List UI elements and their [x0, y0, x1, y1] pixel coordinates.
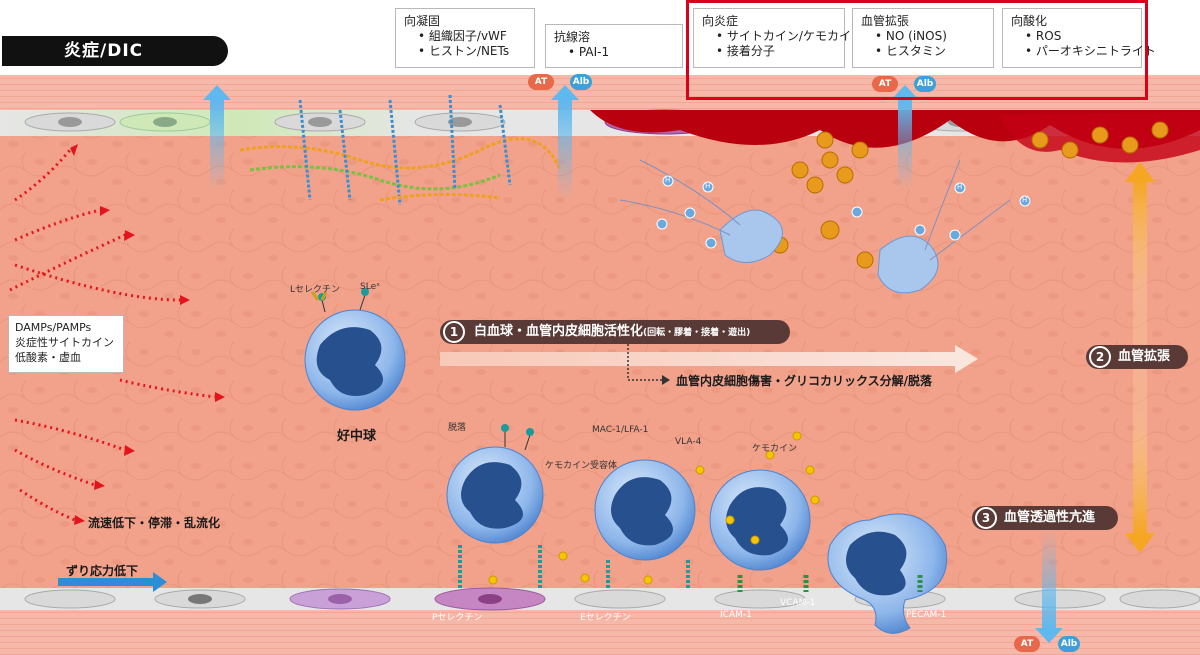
histone-label: H [705, 182, 710, 190]
p-selectin-label: Pセレクチン [432, 610, 482, 623]
adhering-leukocyte-1 [595, 460, 695, 560]
icam-label: ICAM-1 [720, 610, 752, 620]
l-selectin-label: Lセレクチン [290, 282, 340, 295]
vcam-label: VCAM-1 [780, 598, 815, 608]
box-antifibrinolysis-heading: 抗線溶 [554, 30, 674, 45]
flow-label: 流速低下・停滞・乱流化 [88, 514, 220, 531]
box-oxidation: 向酸化 • ROS • パーオキシニトライト [1002, 8, 1142, 68]
damage-label: 血管内皮細胞傷害・グリコカリックス分解/脱落 [676, 372, 932, 389]
shed-label: 脱落 [448, 420, 466, 433]
stimulus-line: 低酸素・虚血 [15, 350, 117, 365]
at-chip: AT [1014, 636, 1040, 652]
box-vasodilation-item: • NO (iNOS) [861, 29, 985, 44]
page-title: 炎症/DIC [2, 36, 228, 66]
step-1: 白血球・血管内皮細胞活性化(回転・膠着・接着・遊出) [440, 320, 790, 344]
box-oxidation-item: • パーオキシニトライト [1011, 44, 1133, 59]
down-arrow [1042, 530, 1056, 630]
box-vasodilation-item: • ヒスタミン [861, 44, 985, 59]
box-coagulation-item: • ヒストン/NETs [404, 44, 526, 59]
box-oxidation-item: • ROS [1011, 29, 1133, 44]
box-inflammation-item: • 接着分子 [702, 44, 836, 59]
flow-arrow [440, 352, 955, 366]
box-vasodilation: 血管拡張 • NO (iNOS) • ヒスタミン [852, 8, 994, 68]
step-2-number: 2 [1089, 346, 1111, 368]
sle-label: SLeˣ [360, 282, 380, 292]
e-selectin-label: Eセレクチン [580, 610, 631, 623]
alb-chip: Alb [1058, 636, 1080, 652]
up-arrow-3 [898, 100, 912, 190]
alb-chip: Alb [914, 76, 936, 92]
neutrophil-label: 好中球 [337, 425, 376, 444]
at-chip: AT [872, 76, 898, 92]
mac1-label: MAC-1/LFA-1 [592, 425, 648, 435]
histone-label: H [665, 176, 670, 184]
up-arrow-1 [210, 100, 224, 190]
histone-label: H [957, 183, 962, 191]
box-oxidation-heading: 向酸化 [1011, 14, 1133, 29]
stimulus-line: DAMPs/PAMPs [15, 320, 117, 335]
shear-arrow [58, 578, 153, 586]
box-antifibrinolysis-item: • PAI-1 [554, 45, 674, 60]
box-coagulation: 向凝固 • 組織因子/vWF • ヒストン/NETs [395, 8, 535, 68]
at-chip: AT [528, 74, 554, 90]
vla4-label: VLA-4 [675, 437, 701, 447]
shear-label: ずり応力低下 [66, 562, 138, 579]
histone-label: H [1022, 196, 1027, 204]
up-arrow-2 [558, 100, 572, 200]
box-coagulation-item: • 組織因子/vWF [404, 29, 526, 44]
pecam-label: PECAM-1 [906, 610, 946, 620]
step-1-text: 白血球・血管内皮細胞活性化 [474, 324, 643, 339]
chemokine-label: ケモカイン [752, 441, 797, 454]
box-coagulation-heading: 向凝固 [404, 14, 526, 29]
box-antifibrinolysis: 抗線溶 • PAI-1 [545, 24, 683, 68]
step-3-number: 3 [975, 507, 997, 529]
chemokine-receptor-label: ケモカイン受容体 [545, 458, 617, 471]
box-vasodilation-heading: 血管拡張 [861, 14, 985, 29]
adhering-leukocyte-2 [710, 470, 810, 570]
step-1-number: 1 [443, 321, 465, 343]
alb-chip: Alb [570, 74, 592, 90]
step-3-text: 血管透過性亢進 [1004, 510, 1095, 525]
stimulus-line: 炎症性サイトカイン [15, 335, 117, 350]
box-inflammation-item: • サイトカイン/ケモカイン [702, 29, 836, 44]
box-inflammation-heading: 向炎症 [702, 14, 836, 29]
stimulus-box: DAMPs/PAMPs 炎症性サイトカイン 低酸素・虚血 [8, 315, 124, 373]
box-inflammation: 向炎症 • サイトカイン/ケモカイン • 接着分子 [693, 8, 845, 68]
step-2-text: 血管拡張 [1118, 349, 1170, 364]
step-1-sub: (回転・膠着・接着・遊出) [643, 328, 750, 338]
